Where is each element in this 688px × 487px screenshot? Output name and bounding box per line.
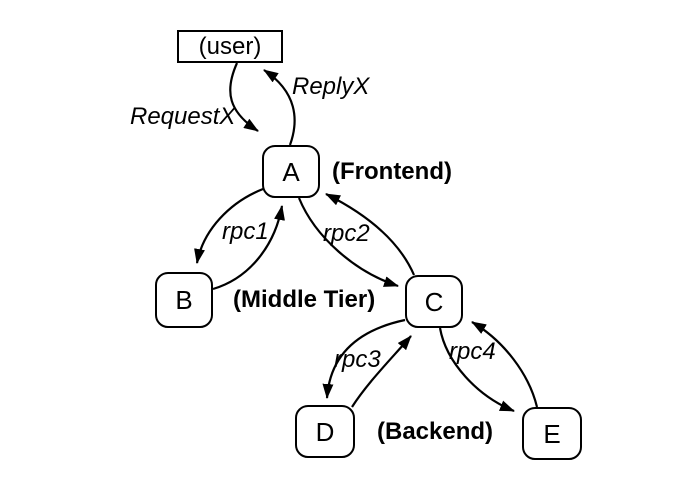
tier-label-backend: (Backend) <box>377 418 494 445</box>
edge-label-requestx: RequestX <box>130 103 236 130</box>
node-b: B <box>155 272 213 328</box>
edge-label-rpc4: rpc4 <box>449 338 496 365</box>
edge-a-to-c-rpc2 <box>297 197 399 288</box>
node-d: D <box>295 405 355 458</box>
tier-label-frontend: (Frontend) <box>332 158 452 185</box>
edge-d-to-c-rpc3 <box>351 335 412 408</box>
tier-label-middle-tier: (Middle Tier) <box>233 286 376 313</box>
node-d-label: D <box>315 416 335 447</box>
node-b-label: B <box>175 285 193 315</box>
edge-a-to-user-replyx <box>263 69 296 146</box>
edge-label-replyx: ReplyX <box>292 73 370 100</box>
node-a-label: A <box>282 156 300 187</box>
node-a: A <box>262 145 320 198</box>
edge-c-to-a-rpc2 <box>325 193 416 276</box>
edge-c-to-e-rpc4 <box>438 327 515 413</box>
edge-b-to-a-rpc1 <box>212 205 285 291</box>
node-e: E <box>522 407 582 460</box>
edge-label-rpc1: rpc1 <box>222 218 269 245</box>
node-c: C <box>405 275 463 328</box>
edge-c-to-d-rpc3 <box>322 318 406 399</box>
node-e-label: E <box>543 418 561 449</box>
node-user: (user) <box>177 30 283 63</box>
node-c-label: C <box>424 286 444 317</box>
edge-label-rpc2: rpc2 <box>323 220 370 247</box>
edge-user-to-a-requestx <box>229 62 259 132</box>
edge-a-to-b-rpc1 <box>194 187 264 264</box>
node-user-label: (user) <box>198 32 262 60</box>
edge-label-rpc3: rpc3 <box>334 346 381 373</box>
edge-e-to-c-rpc4 <box>471 321 539 408</box>
